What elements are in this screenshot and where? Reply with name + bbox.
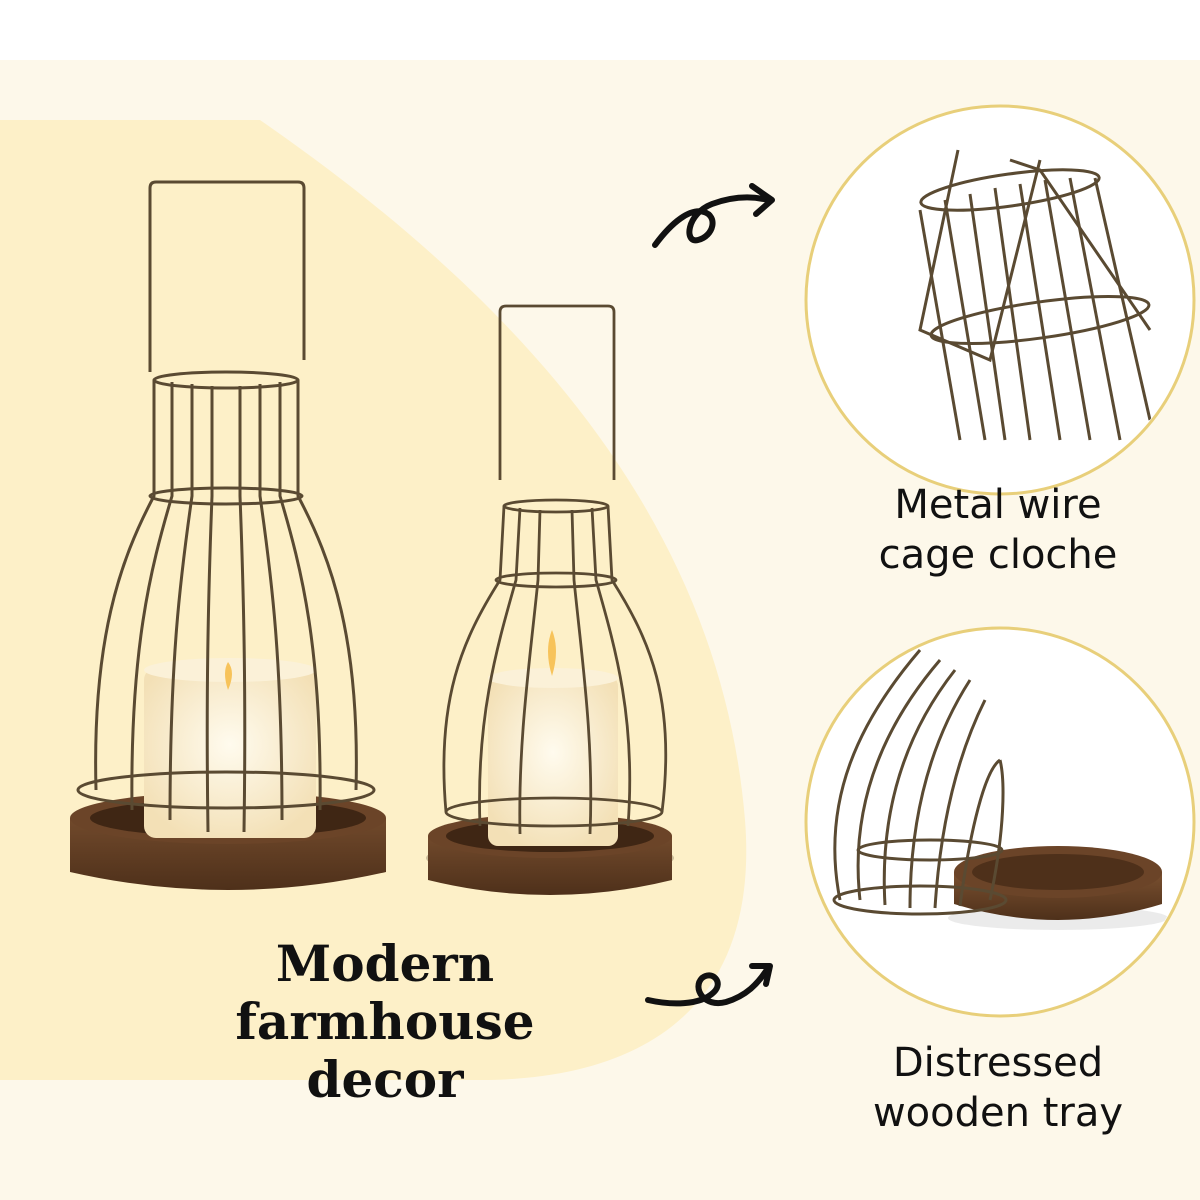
small-candle xyxy=(488,676,618,846)
tray-caption-line1: Distressed xyxy=(892,1040,1104,1086)
cloche-caption: Metal wire cage cloche xyxy=(818,480,1178,580)
main-caption-line1: Modern xyxy=(275,934,495,993)
main-caption: Modern farmhouse decor xyxy=(150,935,620,1109)
tray-detail-image xyxy=(832,649,1168,930)
large-candle xyxy=(144,668,316,838)
tray-detail-circle xyxy=(804,626,1196,1018)
tray-caption: Distressed wooden tray xyxy=(818,1038,1178,1138)
cloche-detail-circle xyxy=(804,104,1196,496)
cloche-detail-image xyxy=(918,149,1152,441)
tray-caption-line2: wooden tray xyxy=(872,1090,1124,1136)
small-lantern xyxy=(426,304,674,895)
large-lantern xyxy=(70,180,386,890)
main-caption-line2: farmhouse decor xyxy=(235,992,535,1109)
curly-arrow-icon xyxy=(645,963,773,1007)
cloche-caption-line2: cage cloche xyxy=(878,532,1118,578)
cloche-caption-line1: Metal wire xyxy=(894,482,1102,528)
curly-arrow-icon xyxy=(652,183,775,248)
